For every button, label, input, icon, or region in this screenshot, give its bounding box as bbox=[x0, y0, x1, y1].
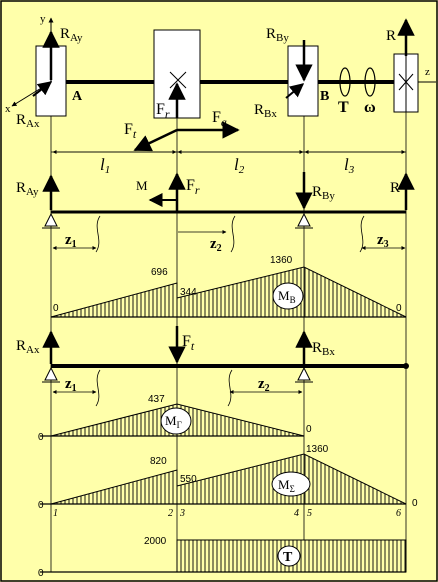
moment-sum-label: MΣ bbox=[278, 477, 295, 494]
station-numbers: 1 2 3 4 5 6 bbox=[53, 508, 401, 519]
span-l2-label: l2 bbox=[234, 155, 245, 176]
moment-sum-jump-top: 820 bbox=[150, 456, 167, 467]
station-2: 2 bbox=[168, 508, 173, 519]
moment-g-left-value: 0 bbox=[38, 432, 44, 443]
reaction-ax-label: RAx bbox=[16, 112, 40, 130]
radial-force-label: Fr bbox=[156, 101, 170, 121]
beam1-z3-label: z3 bbox=[377, 232, 389, 250]
rotation-symbol bbox=[339, 67, 376, 97]
torque-label: T bbox=[338, 99, 349, 116]
z-axis-label: z bbox=[425, 66, 430, 78]
tangential-force-label: Ft bbox=[124, 121, 137, 141]
support-a2-pin bbox=[44, 366, 58, 381]
moment-b-jump-top: 696 bbox=[151, 267, 168, 278]
moment-sum-jump-bottom: 550 bbox=[180, 474, 197, 485]
beam2-ft-label: Ft bbox=[182, 333, 195, 353]
torque-left-value: 0 bbox=[38, 568, 44, 579]
moment-b-right-value: 0 bbox=[396, 303, 402, 314]
omega-label: ω bbox=[364, 99, 376, 116]
moment-b-jump-bottom: 344 bbox=[180, 287, 197, 298]
support-a-pin bbox=[44, 212, 58, 227]
beam1-z1-label: z1 bbox=[65, 232, 77, 250]
station-3: 3 bbox=[179, 508, 185, 519]
axial-force-label: Fa bbox=[212, 109, 227, 129]
beam1-z2-label: z2 bbox=[210, 236, 222, 254]
beam1-moment-arrow bbox=[148, 193, 178, 212]
y-axis-label: y bbox=[40, 13, 46, 25]
vertical-plane-beam: RAy Fr M RBy R z1 z2 z3 bbox=[16, 172, 415, 254]
span-l1-label: l1 bbox=[100, 155, 110, 176]
station-1: 1 bbox=[53, 508, 58, 519]
support-a-label: A bbox=[72, 89, 83, 104]
beam2-rbx-label: RBx bbox=[312, 340, 335, 358]
reaction-bx-arrow bbox=[285, 83, 305, 99]
moment-diagram-g: 0 437 0 MГ bbox=[38, 394, 312, 443]
horizontal-plane-beam: RAx Ft RBx z1 z2 bbox=[16, 326, 409, 407]
beam1-end-label: R bbox=[390, 180, 400, 196]
moment-g-label: MГ bbox=[165, 413, 182, 430]
station-5: 5 bbox=[307, 508, 312, 519]
beam1-fr-label: Fr bbox=[186, 177, 200, 197]
span-dimensions: l1 l2 l3 bbox=[51, 150, 406, 176]
moment-sum-area bbox=[50, 453, 407, 505]
moment-b-label: MB bbox=[278, 288, 296, 305]
beam2-rax-label: RAx bbox=[16, 338, 40, 356]
moment-g-right-value: 0 bbox=[306, 424, 312, 435]
support-b-label: B bbox=[320, 89, 329, 104]
beam1-ray-label: RAy bbox=[16, 180, 39, 198]
support-b2-pin bbox=[297, 366, 311, 381]
moment-g-peak: 437 bbox=[148, 394, 165, 405]
moment-b-area bbox=[50, 266, 407, 318]
moment-sum-peak: 1360 bbox=[306, 444, 329, 455]
reaction-by-label: RBy bbox=[266, 26, 289, 44]
moment-diagram-sum: 0 820 550 1360 0 MΣ 1 2 3 4 5 6 bbox=[38, 444, 418, 519]
beam1-moment-label: M bbox=[136, 178, 148, 193]
station-6: 6 bbox=[396, 508, 401, 519]
beam1-rby-label: RBy bbox=[312, 184, 335, 202]
support-b-pin bbox=[297, 212, 311, 227]
torque-diagram: 0 2000 T bbox=[38, 536, 407, 579]
moment-diagram-b: 0 696 344 1360 0 MB bbox=[50, 255, 407, 318]
moment-b-left-value: 0 bbox=[53, 303, 59, 314]
x-axis-label: x bbox=[5, 103, 11, 115]
coupling-force-label: R bbox=[386, 28, 396, 44]
shaft-drawing bbox=[35, 29, 419, 119]
reaction-ay-label: RAy bbox=[60, 26, 83, 44]
span-l3-label: l3 bbox=[344, 155, 355, 176]
tangential-force-arrow bbox=[133, 128, 178, 152]
reaction-bx-label: RBx bbox=[254, 102, 277, 120]
moment-sum-right-value: 0 bbox=[412, 498, 418, 509]
moment-b-peak: 1360 bbox=[270, 255, 293, 266]
beam2-z1-label: z1 bbox=[65, 376, 77, 394]
torque-diagram-label: T bbox=[283, 550, 293, 565]
moment-sum-left-value: 0 bbox=[38, 500, 44, 511]
station-4: 4 bbox=[294, 508, 299, 519]
beam2-z2-label: z2 bbox=[258, 376, 270, 394]
torque-value: 2000 bbox=[144, 536, 167, 547]
